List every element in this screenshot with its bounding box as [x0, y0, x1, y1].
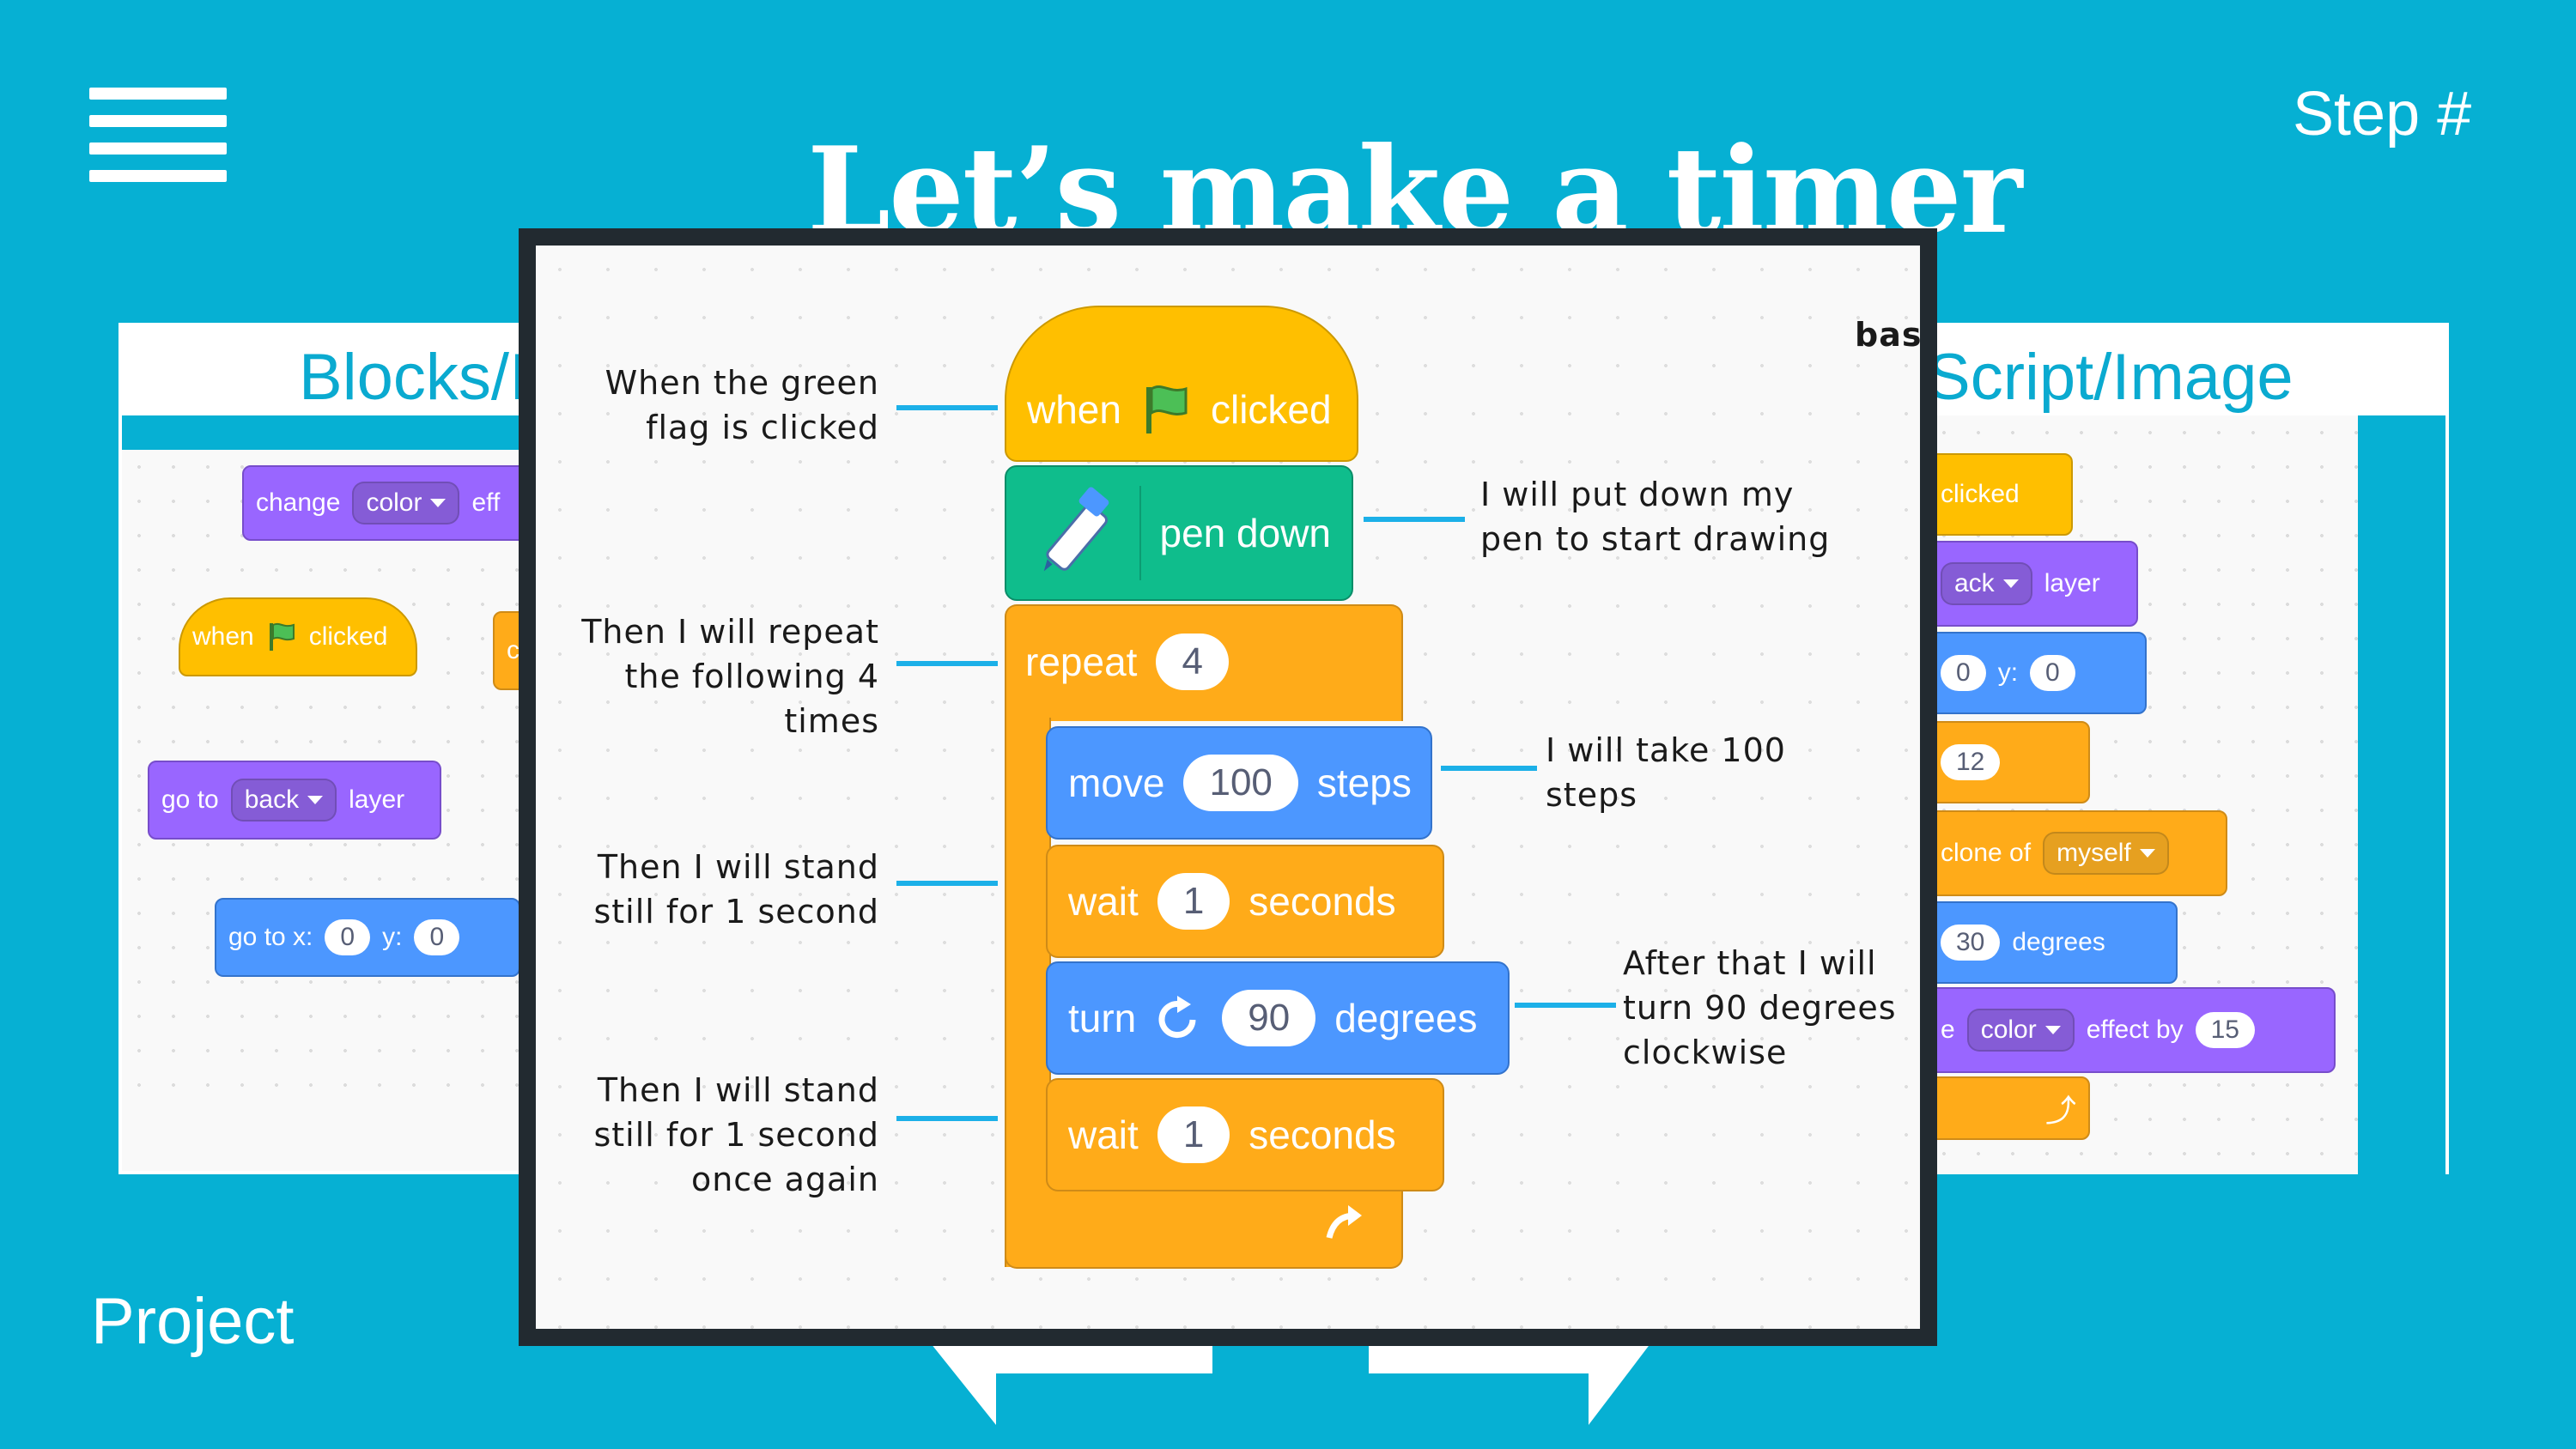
blocks-panel-header: Blocks/I	[122, 326, 544, 415]
script-panel-title: Script/Image	[1927, 341, 2293, 414]
pen-down-block[interactable]: pen down	[1005, 465, 1353, 601]
right-loop-end: ⤴	[1927, 1076, 2090, 1140]
right-number-block[interactable]: 12	[1927, 721, 2090, 803]
seconds-label-1: seconds	[1249, 879, 1396, 924]
pen-icon	[1043, 487, 1109, 572]
script-panel: Script/Image clicked ack layer 0 y: 0 12…	[1923, 323, 2449, 1174]
annotation-green-flag: When the green flag is clicked	[605, 364, 879, 446]
degrees-label: degrees	[1334, 996, 1478, 1040]
layer-label: layer	[349, 785, 405, 814]
connector-wait-1	[896, 881, 998, 886]
clone-dropdown[interactable]: myself	[2043, 832, 2169, 875]
connector-green-flag	[896, 405, 998, 410]
pointer-right	[1369, 1339, 1654, 1425]
y-label: y:	[382, 923, 403, 951]
wait-label-1: wait	[1068, 879, 1139, 924]
dropdown-caret-icon	[430, 499, 447, 507]
when-flag-clicked-block[interactable]: when clicked	[1005, 306, 1358, 462]
y-input[interactable]: 0	[414, 919, 460, 955]
wait-input-1[interactable]: 1	[1157, 873, 1230, 930]
turn-label: turn	[1068, 996, 1137, 1040]
color-dropdown[interactable]: color	[352, 482, 460, 524]
move-steps-block[interactable]: move 100 steps	[1046, 726, 1432, 840]
move-steps-input[interactable]: 100	[1183, 755, 1298, 811]
blocks-panel: Blocks/I change color eff when clicked c…	[118, 323, 586, 1174]
green-flag-icon	[269, 622, 295, 651]
right-layer-block[interactable]: ack layer	[1927, 541, 2138, 627]
blocks-panel-title: Blocks/I	[299, 341, 528, 414]
blocks-panel-canvas: change color eff when clicked c go to ba…	[122, 450, 586, 1104]
change-label: change	[256, 488, 341, 517]
script-panel-header: Script/Image	[1927, 326, 2445, 415]
clicked-label: clicked	[1210, 387, 1332, 432]
dropdown-caret-icon	[2139, 849, 2155, 858]
right-layer-dropdown[interactable]: ack	[1941, 562, 2032, 605]
dropdown-caret-icon	[2044, 1026, 2061, 1034]
right-xy-block[interactable]: 0 y: 0	[1927, 632, 2147, 714]
right-y-input[interactable]: 0	[2030, 655, 2075, 691]
blocks-panel-bar	[122, 415, 544, 450]
pointer-left	[927, 1339, 1212, 1425]
annotation-pen-down: I will put down my pen to start drawing	[1480, 476, 1831, 558]
right-clicked-block[interactable]: clicked	[1927, 453, 2073, 536]
connector-move	[1441, 766, 1537, 771]
loop-arrow-icon	[1326, 1205, 1362, 1239]
script-panel-bar	[2358, 415, 2445, 1174]
repeat-arm	[1005, 718, 1051, 1267]
pen-divider	[1139, 486, 1141, 580]
annotation-wait-2: Then I will stand still for 1 second onc…	[593, 1071, 879, 1198]
rotate-clockwise-icon	[1158, 996, 1196, 1039]
step-label: Step #	[2293, 80, 2472, 149]
seconds-label-2: seconds	[1249, 1113, 1396, 1157]
right-turn-block[interactable]: 30 degrees	[1927, 901, 2178, 984]
go-to-xy-block[interactable]: go to x: 0 y: 0	[215, 898, 520, 977]
annotation-repeat: Then I will repeat the following 4 times	[581, 613, 879, 740]
repeat-header: repeat 4	[1005, 604, 1249, 719]
loop-arrow-icon: ⤴	[2044, 1093, 2076, 1128]
when-flag-clicked-block[interactable]: when clicked	[179, 597, 417, 676]
connector-pen-down	[1364, 517, 1465, 522]
turn-block[interactable]: turn 90 degrees	[1046, 961, 1510, 1075]
connector-wait-2	[896, 1116, 998, 1121]
dropdown-caret-icon	[307, 796, 324, 804]
right-clone-block[interactable]: clone of myself	[1927, 810, 2227, 896]
when-label: when	[192, 622, 254, 651]
right-effect-block[interactable]: e color effect by 15	[1927, 987, 2336, 1073]
connector-repeat	[896, 661, 998, 666]
menu-icon[interactable]	[89, 88, 227, 182]
script-modal: basi when clicked pen down repeat 4 move…	[519, 228, 1937, 1346]
go-to-x-label: go to x:	[228, 923, 313, 951]
repeat-label: repeat	[1025, 640, 1138, 684]
move-label: move	[1068, 761, 1165, 805]
annotation-move: I will take 100 steps	[1546, 731, 1786, 814]
go-to-label: go to	[161, 785, 219, 814]
pen-down-label: pen down	[1159, 511, 1332, 555]
turn-degrees-input[interactable]: 90	[1222, 990, 1316, 1046]
steps-label: steps	[1316, 761, 1412, 805]
script-modal-canvas: basi when clicked pen down repeat 4 move…	[536, 246, 1920, 1329]
go-to-layer-block[interactable]: go to back layer	[148, 761, 441, 840]
right-x-input[interactable]: 0	[1941, 655, 1986, 691]
green-flag-icon	[1145, 385, 1188, 433]
clicked-label: clicked	[308, 622, 388, 651]
annotation-turn: After that I will turn 90 degrees clockw…	[1623, 944, 1897, 1071]
repeat-count-input[interactable]: 4	[1156, 634, 1229, 690]
wait-input-2[interactable]: 1	[1157, 1106, 1230, 1163]
project-label: Project	[91, 1285, 295, 1358]
script-panel-canvas: clicked ack layer 0 y: 0 12 clone of mys…	[1927, 415, 2358, 1174]
overflow-text: basi	[1855, 316, 1920, 354]
layer-dropdown[interactable]: back	[230, 779, 337, 822]
dropdown-caret-icon	[2002, 579, 2019, 588]
effect-dropdown[interactable]: color	[1966, 1009, 2075, 1052]
wait-label-2: wait	[1068, 1113, 1139, 1157]
connector-turn	[1515, 1003, 1616, 1008]
wait-block-1[interactable]: wait 1 seconds	[1046, 845, 1444, 958]
x-input[interactable]: 0	[325, 919, 371, 955]
wait-block-2[interactable]: wait 1 seconds	[1046, 1078, 1444, 1191]
repeat-block[interactable]	[1005, 604, 1403, 721]
annotation-wait-1: Then I will stand still for 1 second	[593, 848, 879, 931]
effect-label: eff	[471, 488, 501, 517]
when-label: when	[1027, 387, 1121, 432]
